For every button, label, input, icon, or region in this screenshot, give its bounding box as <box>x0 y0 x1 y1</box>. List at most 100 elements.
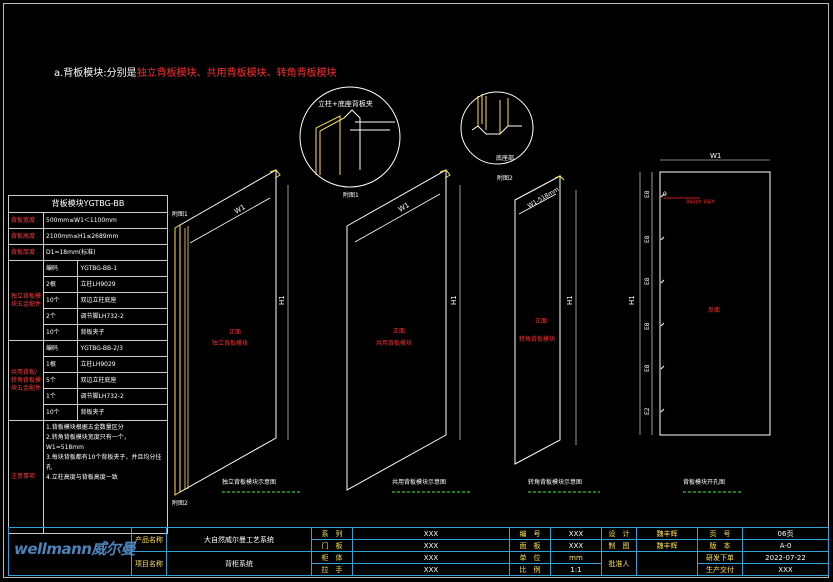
heading-prefix: a.背板模块:分别是 <box>54 68 137 79</box>
panel4-dim-e1: E8 <box>644 190 651 198</box>
panel1-caption: 独立背板模块示意图 <box>222 478 276 486</box>
panel-2: W1 H1 正面 共用背板模块 共用背板模块示意图 <box>346 169 470 493</box>
product-value: 大自然威尔曼工艺系统 <box>166 527 312 552</box>
tb-label: 编 号 <box>509 527 551 540</box>
panel-4: W1 H1 E8 E8 E8 E8 E8 E2 9 背板挂件 背板件 反面 背板… <box>628 152 771 493</box>
tb-label: 页 号 <box>697 527 743 540</box>
callout-1: 附图1 <box>172 210 188 218</box>
tb-value: XXX <box>550 527 602 540</box>
detail1-label: 立柱+底座背板夹 <box>318 99 373 108</box>
panel4-dim-e3: E8 <box>644 277 651 285</box>
spec-key: 背板高度 <box>8 228 44 245</box>
callout-2: 附图2 <box>172 499 188 507</box>
panel2-name: 共用背板模块 <box>376 339 412 347</box>
tb-value: 2022-07-22 <box>742 551 829 564</box>
spec-title: 背板模块YGTBG-BB <box>8 195 168 213</box>
tb-label: 生产交付 <box>697 563 743 576</box>
group1-item: 背板夹子 <box>77 324 168 341</box>
tb-value: XXX <box>742 563 829 576</box>
group2-qty: 10个 <box>42 404 79 421</box>
panel4-dim-w: W1 <box>710 152 721 160</box>
panel1-dim-h: H1 <box>278 295 286 305</box>
panel4-dim-e2: E8 <box>644 235 651 243</box>
tb-value: XXX <box>352 539 510 552</box>
group1-item: 双边立柱底座 <box>77 292 168 309</box>
product-label: 产品名称 <box>131 527 167 552</box>
tb-label: 设 计 <box>601 527 637 540</box>
tb-value: XXX <box>352 563 510 576</box>
notes-key: 注意事项 <box>8 420 44 534</box>
detail-circle-2: 底座部 附图2 <box>460 91 534 182</box>
notes-text: 1.背板模块根据五金数量区分 2.转角背板模块宽度只有一个，W1=518mm 3… <box>43 420 168 534</box>
tb-value: XXX <box>352 551 510 564</box>
detail2-caption: 附图2 <box>497 174 513 182</box>
panel2-caption: 共用背板模块示意图 <box>392 478 446 486</box>
panel1-dim-w: W1 <box>233 203 247 216</box>
panel4-dim-9: 9 <box>663 191 667 198</box>
panel3-dim-h: H1 <box>566 295 574 305</box>
tb-value: XXX <box>550 539 602 552</box>
panel3-name: 转角背板模块 <box>519 335 555 343</box>
group1-item: 立柱LH9029 <box>77 276 168 293</box>
tb-label: 单 位 <box>509 551 551 564</box>
panel3-front: 正面 <box>535 318 547 325</box>
panel4-dim-h: H1 <box>628 295 636 305</box>
tb-label: 柜 体 <box>311 551 353 564</box>
group2-item: 背板夹子 <box>77 404 168 421</box>
group1-item: 调节脚LH732-2 <box>77 308 168 325</box>
panel4-back: 反面 <box>708 306 720 314</box>
drawing-frame <box>3 3 829 578</box>
group2-item: 调节脚LH732-2 <box>77 388 168 405</box>
tb-label: 批准人 <box>601 551 637 576</box>
heading-items: 独立背板模块、共用背板模块、转角背板模块 <box>136 68 337 79</box>
group2-qty: 1根 <box>42 356 79 373</box>
tb-label: 拉 手 <box>311 563 353 576</box>
group1-item: YGTBG-BB-1 <box>77 260 168 277</box>
panel1-front: 正面 <box>229 329 241 336</box>
tb-label: 研发下单 <box>697 551 743 564</box>
tb-label: 门 板 <box>311 539 353 552</box>
group1-qty: 编码 <box>42 260 79 277</box>
tb-value: XXX <box>352 527 510 540</box>
spec-key: 背板厚度 <box>8 244 44 261</box>
panel4-dim-e6: E2 <box>644 407 651 415</box>
panel2-dim-h: H1 <box>450 295 458 305</box>
detail1-caption: 附图1 <box>343 191 359 199</box>
panel4-caption: 背板模块开孔图 <box>683 478 725 486</box>
tb-value: 魏丰辉 <box>636 527 698 540</box>
group2-item: YGTBG-BB-2/3 <box>77 340 168 357</box>
detail2-label: 底座部 <box>496 154 514 162</box>
spec-value: 2100mm≤H1≤2689mm <box>43 228 168 245</box>
group1-qty: 10个 <box>42 292 79 309</box>
panel2-front: 正面 <box>393 328 405 335</box>
detail-circle-1: 立柱+底座背板夹 附图1 <box>299 86 401 199</box>
panel-1: W1 H1 正面 独立背板模块 附图1 附图2 独立背板模块示意图 <box>172 169 302 507</box>
tb-value: 1:1 <box>550 563 602 576</box>
spec-value: 500mm≤W1＜1100mm <box>43 212 168 229</box>
panel3-dim: W1-518mm <box>527 186 561 210</box>
group1-qty: 2个 <box>42 308 79 325</box>
tb-value: 06页 <box>742 527 829 540</box>
tb-value: 魏丰辉 <box>636 539 698 552</box>
group2-qty: 5个 <box>42 372 79 389</box>
group1-qty: 2根 <box>42 276 79 293</box>
group2-item: 双边立柱底座 <box>77 372 168 389</box>
project-value: 背柜系统 <box>166 551 312 576</box>
project-label: 项目名称 <box>131 551 167 576</box>
group2-qty: 1个 <box>42 388 79 405</box>
panel4-dim-e4: E8 <box>644 322 651 330</box>
title-block: 产品名称 大自然威尔曼工艺系统 系 列 XXX 编 号 XXX 设 计 魏丰辉 … <box>8 527 829 576</box>
section-heading: a.背板模块:分别是独立背板模块、共用背板模块、转角背板模块 <box>54 64 337 79</box>
tb-label: 版 本 <box>697 539 743 552</box>
tb-value: A-0 <box>742 539 829 552</box>
panel1-name: 独立背板模块 <box>212 339 248 347</box>
panel4-dim-e5: E8 <box>644 364 651 372</box>
group2-item: 立柱LH9029 <box>77 356 168 373</box>
group1-key: 独立背板模块五金配件 <box>8 260 44 341</box>
tb-value: mm <box>550 551 602 564</box>
group2-key: 共用背板/转角背板模块五金配件 <box>8 340 44 421</box>
spec-value: D1=18mm(标准) <box>43 244 168 261</box>
panel4-note: 背板挂件 背板件 <box>686 198 715 204</box>
